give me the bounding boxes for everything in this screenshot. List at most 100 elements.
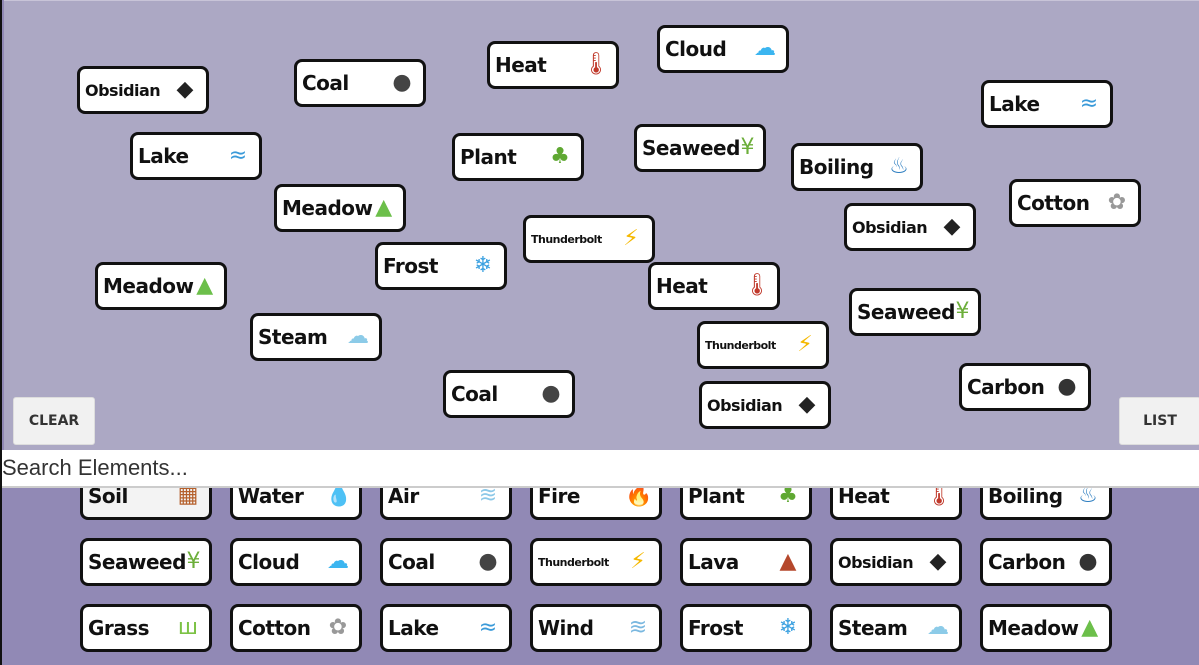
element-card-seaweed[interactable]: Seaweed¥ <box>80 538 212 586</box>
lava-icon: ▲ <box>779 549 797 574</box>
element-card-heat[interactable]: Heat 🌡 <box>487 41 619 89</box>
coal-icon: ● <box>541 381 561 406</box>
list-button[interactable]: LIST <box>1119 397 1199 445</box>
element-label: Heat <box>838 484 890 508</box>
element-library[interactable]: Soil▦Water💧Air≋Fire🔥Plant♣Heat🌡Boiling♨S… <box>2 450 1199 665</box>
frost-icon: ❄ <box>473 253 493 278</box>
heat-icon: 🌡 <box>743 273 771 298</box>
element-card-lake[interactable]: Lake≈ <box>130 132 262 180</box>
obsidian-icon: ◆ <box>176 77 194 102</box>
element-label: Steam <box>258 325 328 349</box>
element-card-meadow[interactable]: Meadow▲ <box>95 262 227 310</box>
element-card-obsidian[interactable]: Obsidian ◆ <box>844 203 976 251</box>
element-label: Lake <box>138 144 189 168</box>
element-card-seaweed[interactable]: Seaweed¥ <box>849 288 981 336</box>
element-label: Cotton <box>1017 191 1090 215</box>
element-label: Heat <box>495 53 547 77</box>
element-label: Seaweed <box>88 550 186 574</box>
element-label: Coal <box>451 382 498 406</box>
element-label: Lava <box>688 550 739 574</box>
element-label: Obsidian <box>707 395 783 415</box>
element-card-frost[interactable]: Frost ❄ <box>375 242 507 290</box>
element-label: Carbon <box>988 550 1066 574</box>
grass-icon: ш <box>177 615 199 640</box>
element-card-obsidian[interactable]: Obsidian ◆ <box>830 538 962 586</box>
element-label: Cotton <box>238 616 311 640</box>
element-label: Meadow <box>103 274 194 298</box>
thunderbolt-icon: ⚡ <box>630 549 646 574</box>
obsidian-icon: ◆ <box>929 549 947 574</box>
clear-button[interactable]: CLEAR <box>13 397 95 445</box>
obsidian-icon: ◆ <box>943 214 961 239</box>
element-label: Frost <box>383 254 438 278</box>
element-card-cloud[interactable]: Cloud☁ <box>230 538 362 586</box>
element-card-lake[interactable]: Lake≈ <box>981 80 1113 128</box>
element-label: Thunderbolt <box>531 232 602 246</box>
element-card-coal[interactable]: Coal● <box>380 538 512 586</box>
element-card-lake[interactable]: Lake≈ <box>380 604 512 652</box>
element-label: Steam <box>838 616 908 640</box>
boiling-icon: ♨ <box>1078 483 1098 508</box>
element-card-frost[interactable]: Frost❄ <box>680 604 812 652</box>
plant-icon: ♣ <box>778 483 798 508</box>
element-card-coal[interactable]: Coal● <box>294 59 426 107</box>
element-card-steam[interactable]: Steam☁ <box>250 313 382 361</box>
seaweed-icon: ¥ <box>955 299 970 324</box>
meadow-icon: ▲ <box>196 273 214 298</box>
element-card-wind[interactable]: Wind ≋ <box>530 604 662 652</box>
wind-icon: ≋ <box>628 615 648 640</box>
element-label: Seaweed <box>857 300 955 324</box>
seaweed-icon: ¥ <box>740 135 755 160</box>
soil-icon: ▦ <box>177 483 199 508</box>
meadow-icon: ▲ <box>1081 615 1099 640</box>
seaweed-icon: ¥ <box>186 549 201 574</box>
element-label: Lake <box>989 92 1040 116</box>
element-label: Wind <box>538 616 594 640</box>
element-label: Coal <box>302 71 349 95</box>
element-label: Obsidian <box>85 80 161 100</box>
element-label: Meadow <box>282 196 373 220</box>
element-card-seaweed[interactable]: Seaweed¥ <box>634 124 766 172</box>
element-card-cotton[interactable]: Cotton✿ <box>1009 179 1141 227</box>
water-icon: 💧 <box>325 483 353 508</box>
element-label: Obsidian <box>838 552 914 572</box>
element-label: Water <box>238 484 304 508</box>
element-card-thunderbolt[interactable]: Thunderbolt ⚡ <box>530 538 662 586</box>
element-card-cotton[interactable]: Cotton ✿ <box>230 604 362 652</box>
element-card-coal[interactable]: Coal ● <box>443 370 575 418</box>
element-label: Carbon <box>967 375 1045 399</box>
carbon-icon: ● <box>1078 549 1098 574</box>
element-card-obsidian[interactable]: Obsidian◆ <box>699 381 831 429</box>
element-card-heat[interactable]: Heat 🌡 <box>648 262 780 310</box>
element-label: Frost <box>688 616 743 640</box>
fire-icon: 🔥 <box>625 483 653 508</box>
heat-icon: 🌡 <box>925 483 953 508</box>
element-label: Air <box>388 484 419 508</box>
element-label: Meadow <box>988 616 1079 640</box>
element-card-plant[interactable]: Plant♣ <box>452 133 584 181</box>
steam-icon: ☁ <box>927 615 949 640</box>
cotton-icon: ✿ <box>328 615 348 640</box>
element-card-lava[interactable]: Lava ▲ <box>680 538 812 586</box>
element-card-thunderbolt[interactable]: Thunderbolt⚡ <box>523 215 655 263</box>
element-card-steam[interactable]: Steam ☁ <box>830 604 962 652</box>
element-card-obsidian[interactable]: Obsidian ◆ <box>77 66 209 114</box>
element-card-boiling[interactable]: Boiling♨ <box>791 143 923 191</box>
search-input[interactable] <box>2 450 1199 488</box>
element-card-meadow[interactable]: Meadow▲ <box>274 184 406 232</box>
carbon-icon: ● <box>1057 374 1077 399</box>
element-card-carbon[interactable]: Carbon ● <box>980 538 1112 586</box>
air-icon: ≋ <box>478 483 498 508</box>
element-card-meadow[interactable]: Meadow▲ <box>980 604 1112 652</box>
element-label: Thunderbolt <box>538 555 609 569</box>
element-card-cloud[interactable]: Cloud☁ <box>657 25 789 73</box>
heat-icon: 🌡 <box>582 52 610 77</box>
element-label: Lake <box>388 616 439 640</box>
element-card-thunderbolt[interactable]: Thunderbolt⚡ <box>697 321 829 369</box>
crafting-canvas[interactable]: Obsidian ◆ Coal ● Heat 🌡 Cloud☁ Lake≈ Lake≈ Plant… <box>4 0 1199 450</box>
element-label: Plant <box>688 484 745 508</box>
element-label: Heat <box>656 274 708 298</box>
element-label: Obsidian <box>852 217 928 237</box>
element-card-carbon[interactable]: Carbon ● <box>959 363 1091 411</box>
